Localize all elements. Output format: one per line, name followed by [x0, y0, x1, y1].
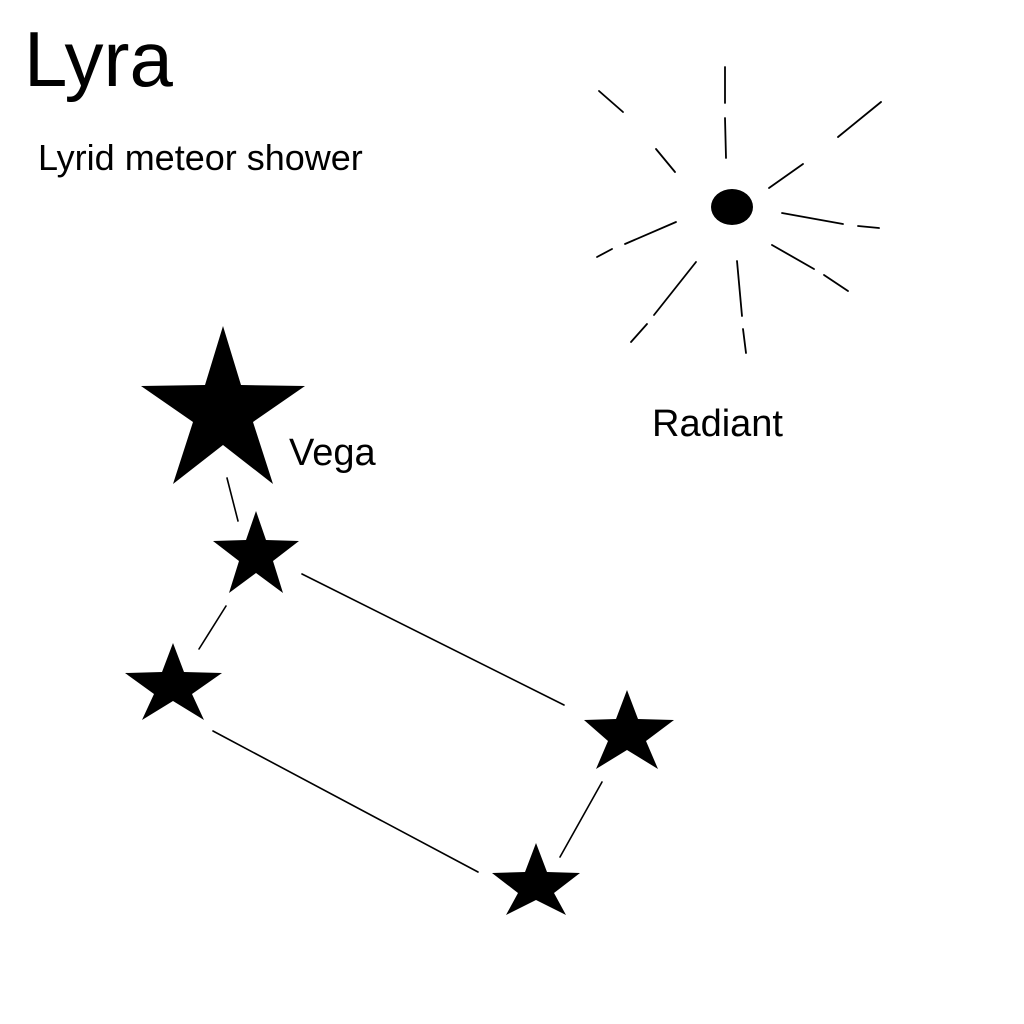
- line-star4-to-star5: [559, 781, 603, 858]
- line-star3-to-star5: [212, 730, 479, 873]
- vega-label: Vega: [289, 432, 377, 474]
- line-vega-to-star2: [226, 477, 239, 522]
- vega-star-icon: [141, 326, 305, 484]
- constellation-stars: [125, 326, 674, 915]
- line-star2-to-star4: [301, 573, 565, 706]
- radiant-point: [711, 189, 753, 225]
- star-icon: [584, 690, 674, 769]
- constellation-lines: [198, 477, 603, 873]
- diagram-title: Lyra: [24, 15, 173, 103]
- radiant-icon: [596, 66, 882, 354]
- diagram-subtitle: Lyrid meteor shower: [38, 137, 363, 178]
- star-icon: [213, 511, 299, 593]
- radiant-label: Radiant: [652, 403, 783, 445]
- line-star2-to-star3: [198, 605, 227, 650]
- star-icon: [125, 643, 222, 720]
- meteor-rays: [596, 66, 882, 354]
- star-icon: [492, 843, 580, 915]
